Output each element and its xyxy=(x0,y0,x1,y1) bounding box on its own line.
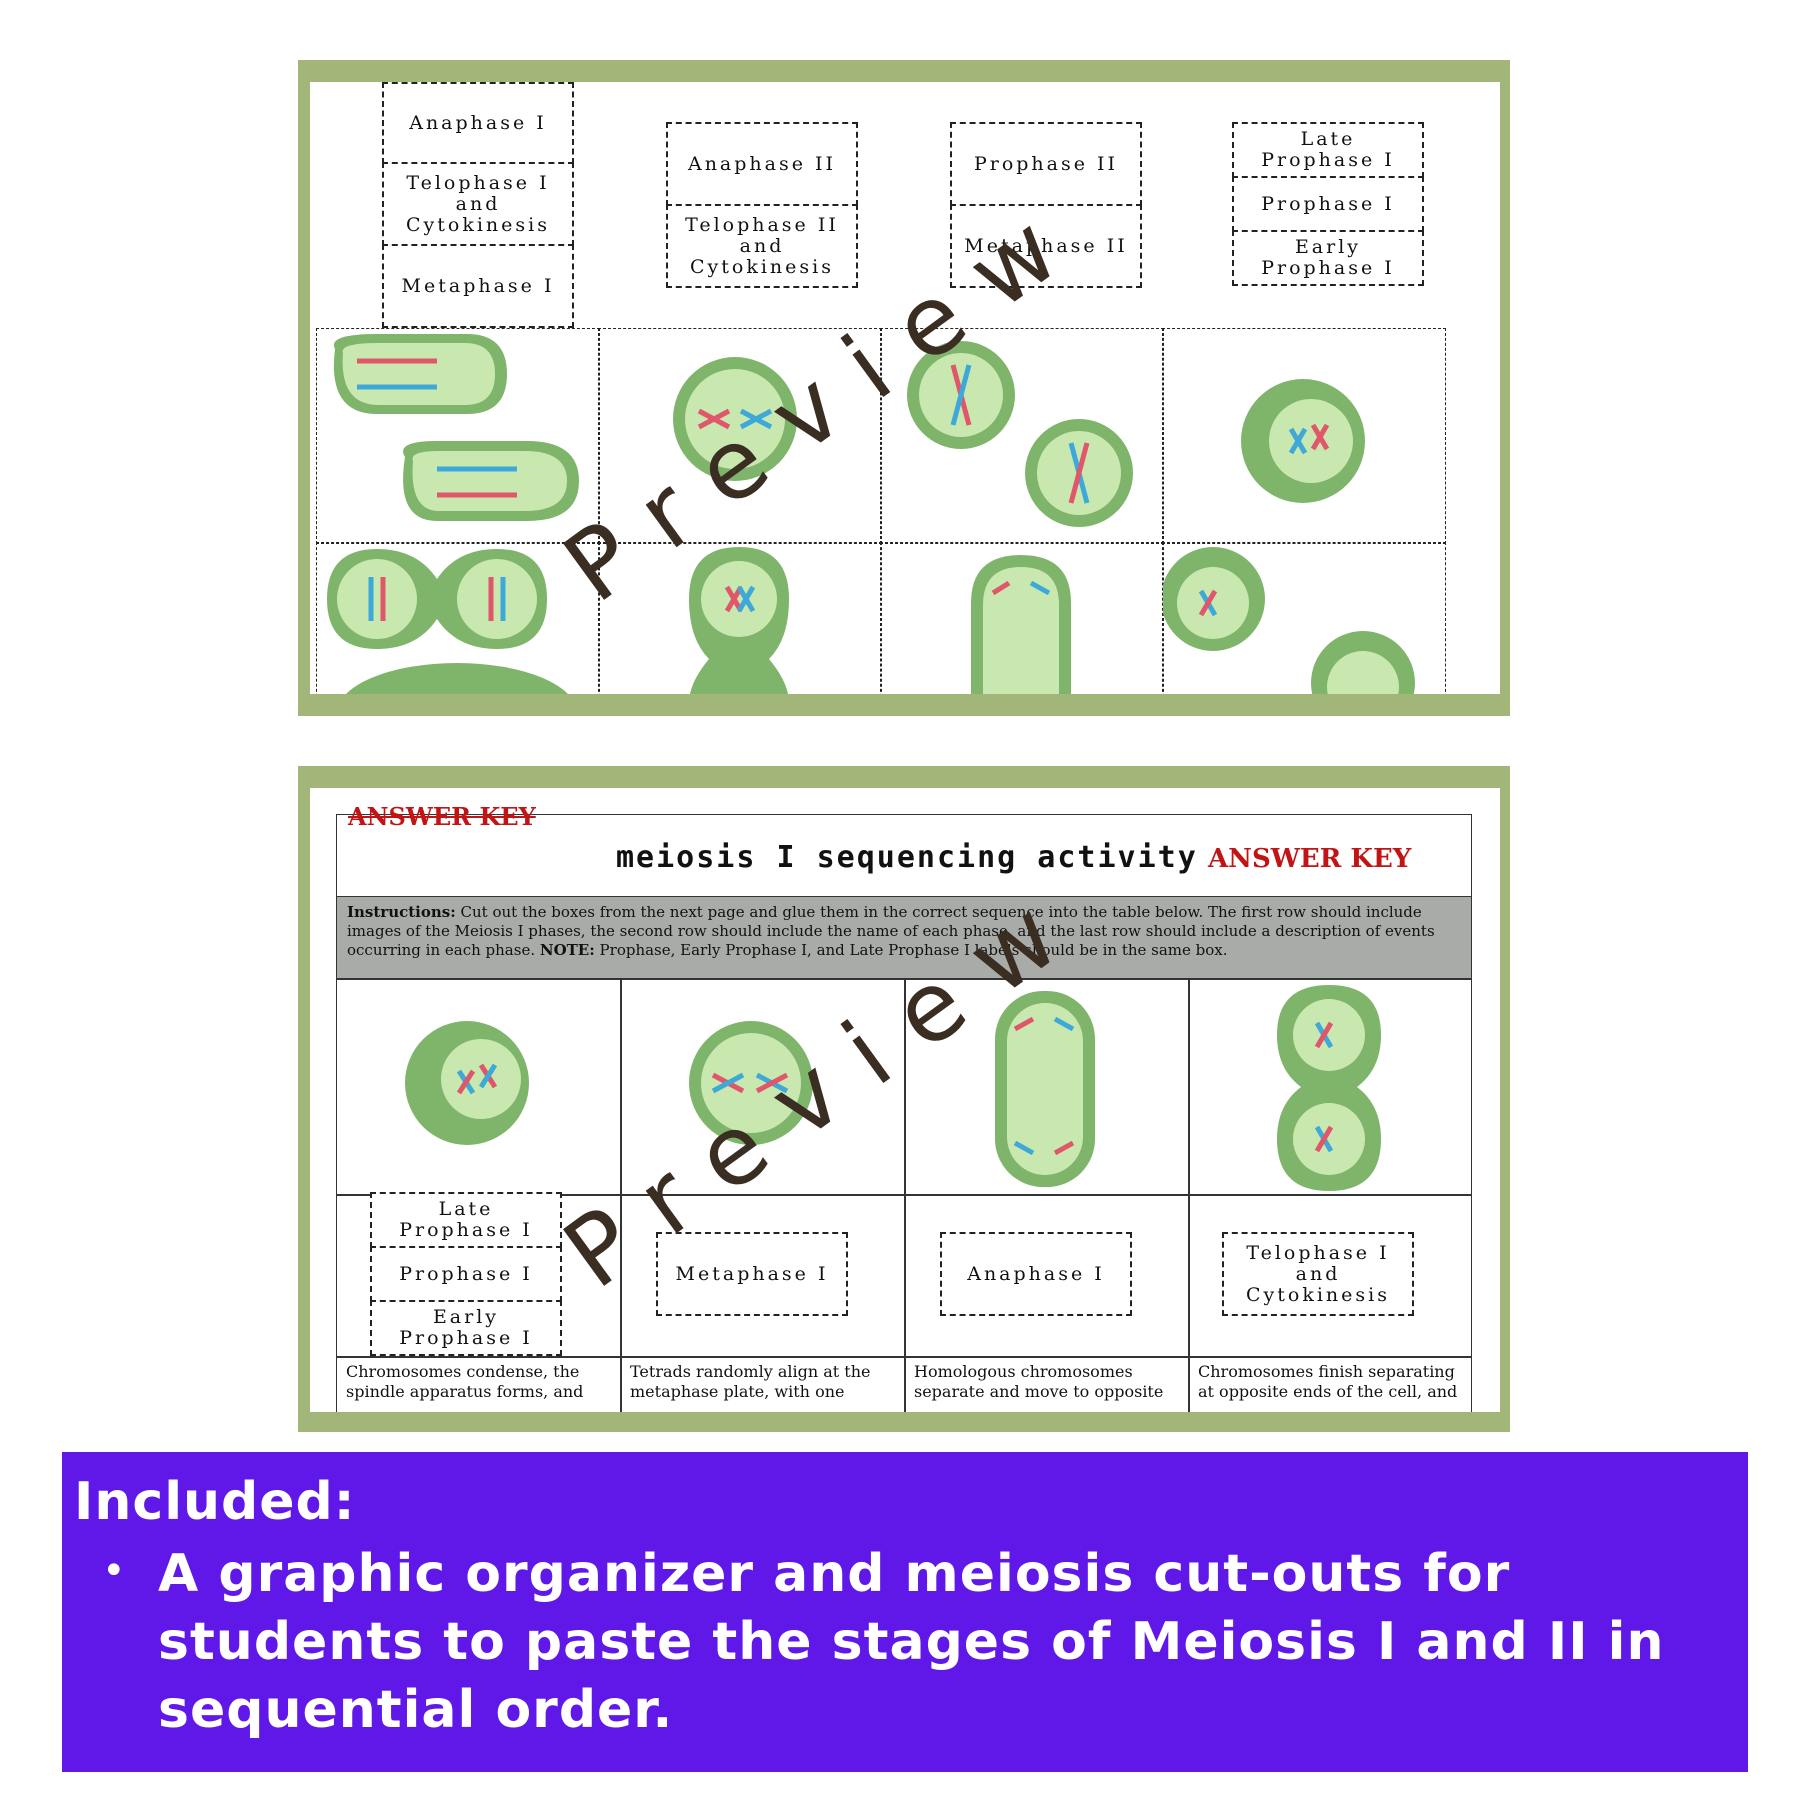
image-cell-anaphase xyxy=(904,978,1190,1196)
description-metaphase: Tetrads randomly align at the metaphase … xyxy=(630,1362,871,1401)
answer-label-metaphase-i: Metaphase I xyxy=(656,1232,848,1316)
included-heading: Included: xyxy=(74,1472,356,1532)
included-banner: Included: • A graphic organizer and meio… xyxy=(62,1452,1748,1772)
label-early-prophase-i: Early Prophase I xyxy=(1232,230,1424,286)
answer-label-early-prophase-i: Early Prophase I xyxy=(370,1300,562,1356)
preview-panel-answer-key: ANSWER KEY meiosis I sequencing activity… xyxy=(298,766,1510,1432)
label-anaphase-i: Anaphase I xyxy=(382,82,574,164)
instructions-box: Instructions: Cut out the boxes from the… xyxy=(336,896,1472,980)
image-cell-metaphase xyxy=(620,978,906,1196)
label-metaphase-i: Metaphase I xyxy=(382,244,574,328)
cutout-cell-late-prophase-image xyxy=(1162,542,1446,694)
cell-illustration xyxy=(689,547,789,694)
description-telophase: Chromosomes finish separating at opposit… xyxy=(1198,1362,1458,1401)
cutout-cell-anaphase-i-image xyxy=(880,542,1164,694)
cell-pair xyxy=(333,334,579,521)
answer-label-anaphase-i: Anaphase I xyxy=(940,1232,1132,1316)
answer-label-prophase-i: Prophase I xyxy=(370,1246,562,1302)
cell-illustration xyxy=(327,549,568,694)
label-cell-metaphase xyxy=(620,1194,906,1358)
label-metaphase-ii: Metaphase II xyxy=(950,204,1142,288)
cell-illustration xyxy=(971,555,1071,694)
image-cell-prophase xyxy=(336,978,622,1196)
cell-illustration xyxy=(1163,547,1415,694)
description-prophase: Chromosomes condense, the spindle appara… xyxy=(346,1362,584,1401)
answer-label-telophase-i-cytokinesis: Telophase I and Cytokinesis xyxy=(1222,1232,1414,1316)
desc-cell-telophase xyxy=(1188,1356,1472,1412)
cutout-cell-anaphase-ii-image xyxy=(316,328,600,544)
answer-key-title-label: ANSWER KEY xyxy=(1208,844,1412,874)
cutout-cell-telophase-i-image xyxy=(598,542,882,694)
note-label: NOTE: xyxy=(539,941,595,959)
cell-illustration xyxy=(405,1021,529,1145)
cell-illustration xyxy=(1277,985,1381,1191)
cell-illustration xyxy=(673,357,797,481)
cutouts-page: Anaphase I Telophase I and Cytokinesis M… xyxy=(310,82,1500,694)
worksheet-title: meiosis I sequencing activity xyxy=(616,840,1198,875)
label-cell-anaphase xyxy=(904,1194,1190,1358)
answer-key-page: ANSWER KEY meiosis I sequencing activity… xyxy=(310,788,1500,1412)
included-bullet-text: A graphic organizer and meiosis cut-outs… xyxy=(158,1544,1665,1740)
cutout-cell-metaphase-i-image xyxy=(598,328,882,544)
label-prophase-ii: Prophase II xyxy=(950,122,1142,206)
label-telophase-i-cytokinesis: Telophase I and Cytokinesis xyxy=(382,162,574,246)
cell-illustration xyxy=(1241,379,1365,503)
cell-illustration xyxy=(333,334,579,521)
cell-illustration xyxy=(689,1021,813,1145)
answer-label-late-prophase-i: Late Prophase I xyxy=(370,1192,562,1248)
label-telophase-ii-cytokinesis: Telophase II and Cytokinesis xyxy=(666,204,858,288)
desc-cell-prophase xyxy=(336,1356,622,1412)
image-cell-telophase xyxy=(1188,978,1472,1196)
cutout-cell-metaphase-ii-image xyxy=(880,328,1164,544)
cell-illustration xyxy=(907,341,1133,527)
label-anaphase-ii: Anaphase II xyxy=(666,122,858,206)
label-cell-telophase xyxy=(1188,1194,1472,1358)
instructions-label: Instructions: xyxy=(347,903,456,921)
preview-panel-cutouts: Anaphase I Telophase I and Cytokinesis M… xyxy=(298,60,1510,716)
desc-cell-metaphase xyxy=(620,1356,906,1412)
note-text: Prophase, Early Prophase I, and Late Pro… xyxy=(594,941,1228,959)
description-anaphase: Homologous chromosomes separate and move… xyxy=(914,1362,1164,1401)
label-prophase-i: Prophase I xyxy=(1232,176,1424,232)
instructions-text: Cut out the boxes from the next page and… xyxy=(347,903,1435,959)
answer-key-corner-label: ANSWER KEY xyxy=(348,802,536,831)
cutout-cell-telophase-ii-image xyxy=(316,542,600,694)
label-late-prophase-i: Late Prophase I xyxy=(1232,122,1424,178)
bullet-dot-icon: • xyxy=(102,1548,126,1594)
cutout-cell-early-prophase-image xyxy=(1162,328,1446,544)
cell-illustration xyxy=(995,991,1095,1187)
desc-cell-anaphase xyxy=(904,1356,1190,1412)
